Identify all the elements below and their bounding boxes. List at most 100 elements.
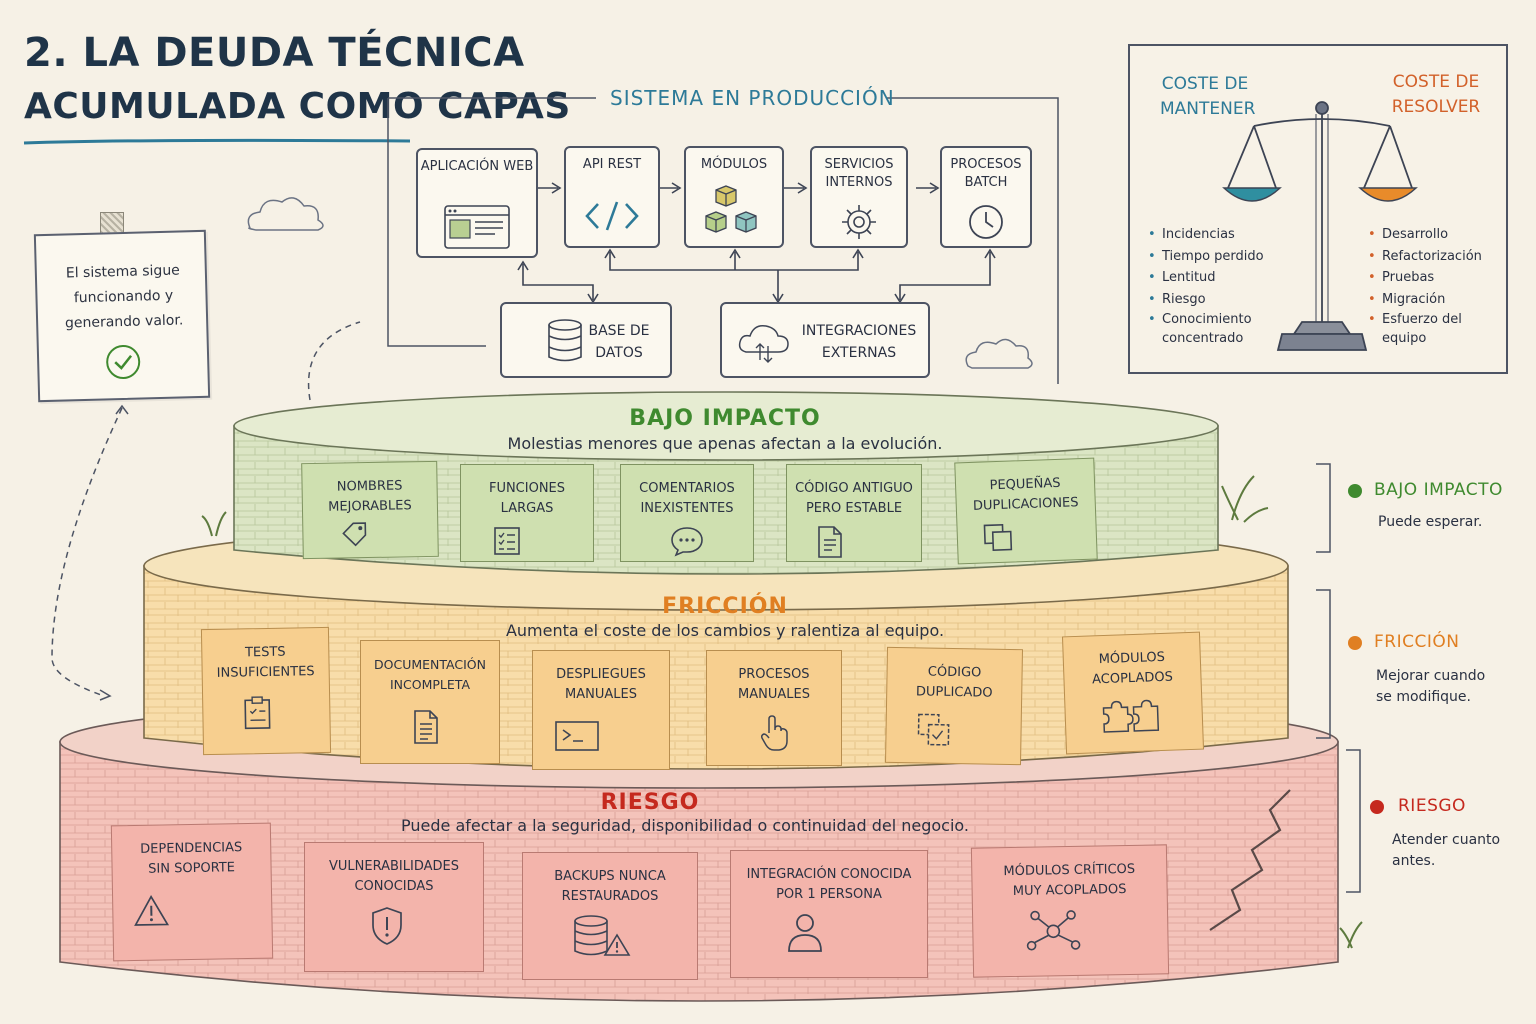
cost-resolve-title: COSTE DE RESOLVER: [1391, 72, 1481, 117]
legend-dot-low: [1348, 484, 1362, 498]
sticky-label: INTEGRACIÓN CONOCIDA POR 1 PERSONA: [746, 867, 912, 902]
sticky-label: COMENTARIOS INEXISTENTES: [639, 481, 735, 516]
cloud-icon: [965, 338, 1033, 369]
sticky-label: DESPLIEGUES MANUALES: [556, 667, 646, 702]
sticky-note: DOCUMENTACIÓN INCOMPLETA: [360, 640, 500, 764]
code-brackets-icon: [585, 201, 639, 231]
plant-decoration: [201, 511, 227, 537]
component-internal-services: SERVICIOS INTERNOS: [810, 146, 908, 248]
list-item: Tiempo perdido: [1148, 246, 1278, 268]
duplicate-icon: [917, 713, 950, 746]
component-database: BASE DE DATOS: [500, 302, 672, 378]
cubes-icon: [705, 185, 757, 233]
speech-bubble-icon: [671, 527, 703, 557]
list-item: Lentitud: [1148, 267, 1278, 289]
component-label: INTEGRACIONES EXTERNAS: [801, 323, 917, 361]
sticky-note: CÓDIGO DUPLICADO: [884, 646, 1024, 766]
sticky-note: PEQUEÑAS DUPLICACIONES: [954, 457, 1098, 565]
cost-maintain-title: COSTE DE MANTENER: [1160, 74, 1256, 119]
system-title: SISTEMA EN PRODUCCIÓN: [610, 86, 895, 110]
component-label: APLICACIÓN WEB: [420, 159, 534, 174]
sticky-label: FUNCIONES LARGAS: [488, 481, 566, 516]
terminal-icon: [555, 721, 599, 751]
component-integrations: INTEGRACIONES EXTERNAS: [720, 302, 930, 378]
document-icon: [818, 526, 842, 558]
cloud-icon: [247, 197, 324, 231]
tag-icon: [342, 522, 367, 547]
sticky-label: DOCUMENTACIÓN INCOMPLETA: [374, 657, 486, 692]
component-label: PROCESOS BATCH: [950, 157, 1022, 190]
list-item: Riesgo: [1148, 289, 1278, 311]
sticky-label: NOMBRES MEJORABLES: [328, 478, 412, 515]
gear-icon: [842, 205, 876, 239]
copy-icon: [983, 524, 1013, 551]
list-item: Migración: [1368, 289, 1498, 311]
plant-decoration: [1221, 475, 1269, 523]
layer-low-impact-subtitle: Molestias menores que apenas afectan a l…: [507, 434, 943, 453]
cloud-icon: [738, 324, 789, 363]
component-api-rest: API REST: [564, 146, 660, 248]
page-title: 2. LA DEUDA TÉCNICA: [24, 30, 525, 76]
sticky-note: TESTS INSUFICIENTES: [200, 626, 332, 756]
clipboard-check-icon: [244, 696, 271, 730]
clock-icon: [969, 205, 1003, 239]
sticky-note: VULNERABILIDADES CONOCIDAS: [304, 842, 484, 972]
sticky-note: PROCESOS MANUALES: [706, 650, 842, 766]
browser-window-icon: [444, 205, 510, 249]
sticky-note: DESPLIEGUES MANUALES: [532, 650, 670, 770]
list-item: Refactorización: [1368, 246, 1498, 268]
component-web-app: APLICACIÓN WEB: [416, 148, 538, 258]
component-label: MÓDULOS: [700, 157, 768, 172]
system-connectors: [517, 182, 996, 304]
legend-risk-desc: Atender cuanto antes.: [1392, 832, 1501, 869]
note-card: El sistema sigue funcionando y generando…: [33, 229, 211, 403]
layer-friction-subtitle: Aumenta el coste de los cambios y ralent…: [505, 621, 945, 640]
sticky-note: BACKUPS NUNCA RESTAURADOS: [522, 852, 698, 980]
list-item: Incidencias: [1148, 224, 1278, 246]
layer-friction-title: FRICCIÓN: [662, 594, 788, 619]
list-item: Desarrollo: [1368, 224, 1498, 246]
balance-scale-icon: [1222, 101, 1418, 351]
cost-maintain-list: Incidencias Tiempo perdido Lentitud Ries…: [1148, 224, 1278, 348]
legend-dot-risk: [1370, 800, 1384, 814]
component-label: SERVICIOS INTERNOS: [824, 157, 894, 190]
sticky-note: FUNCIONES LARGAS: [460, 464, 594, 562]
sticky-note: MÓDULOS ACOPLADOS: [1061, 631, 1205, 755]
legend-friction-desc: Mejorar cuando se modifique.: [1376, 668, 1486, 705]
sticky-note: NOMBRES MEJORABLES: [301, 460, 439, 560]
sticky-label: DEPENDENCIAS SIN SOPORTE: [140, 840, 243, 877]
sticky-note: COMENTARIOS INEXISTENTES: [620, 464, 754, 562]
network-icon: [1026, 910, 1081, 951]
shield-alert-icon: [372, 907, 402, 945]
system-frame: [387, 97, 1059, 384]
layer-risk-subtitle: Puede afectar a la seguridad, disponibil…: [401, 816, 969, 835]
sticky-note: INTEGRACIÓN CONOCIDA POR 1 PERSONA: [730, 850, 928, 978]
person-icon: [788, 914, 822, 952]
database-icon: [548, 319, 582, 362]
checklist-icon: [494, 527, 520, 555]
document-icon: [414, 710, 438, 744]
component-modules: MÓDULOS: [684, 146, 784, 248]
legend-low-desc: Puede esperar.: [1378, 514, 1483, 530]
puzzle-icon: [1102, 699, 1160, 733]
component-label: API REST: [582, 157, 642, 172]
sticky-label: VULNERABILIDADES CONOCIDAS: [329, 859, 459, 894]
cost-resolve-list: Desarrollo Refactorización Pruebas Migra…: [1368, 224, 1498, 348]
sticky-label: CÓDIGO DUPLICADO: [915, 664, 993, 701]
layer-low-impact-title: BAJO IMPACTO: [629, 406, 821, 431]
sticky-note: MÓDULOS CRÍTICOS MUY ACOPLADOS: [970, 844, 1170, 978]
component-label: BASE DE DATOS: [588, 323, 650, 361]
layer-risk-title: RIESGO: [600, 790, 700, 815]
sticky-label: CÓDIGO ANTIGUO PERO ESTABLE: [795, 481, 913, 516]
list-item: Pruebas: [1368, 267, 1498, 289]
sticky-note: DEPENDENCIAS SIN SOPORTE: [110, 822, 274, 962]
database-warning-icon: [574, 915, 631, 956]
legend-friction-title: FRICCIÓN: [1374, 632, 1460, 652]
plant-decoration: [1339, 921, 1363, 949]
hand-pointer-icon: [761, 715, 788, 751]
legend-risk-title: RIESGO: [1398, 796, 1466, 816]
crack-decoration: [1209, 789, 1291, 931]
sticky-label: MÓDULOS ACOPLADOS: [1091, 649, 1174, 688]
warning-icon: [134, 895, 170, 926]
